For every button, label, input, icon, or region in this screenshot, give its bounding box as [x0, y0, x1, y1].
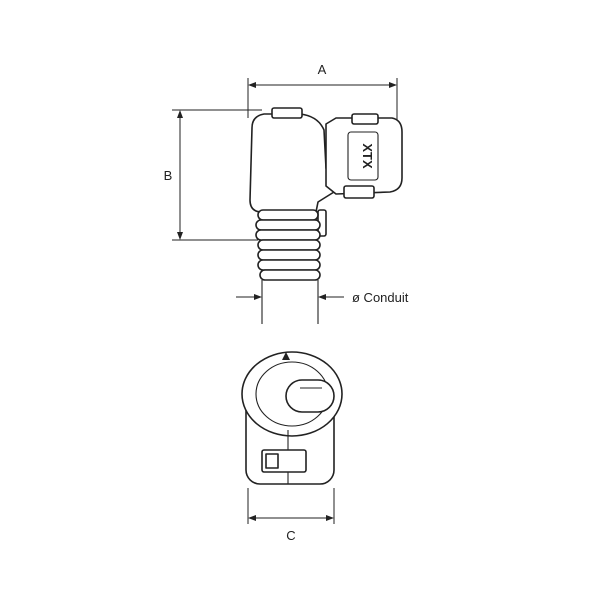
dimension-b: B [164, 109, 262, 241]
dim-a-label: A [318, 62, 327, 77]
cap-top-clip [351, 113, 379, 125]
cap-face [347, 131, 379, 181]
corrugated-ribs [255, 209, 321, 281]
dimension-conduit: ø Conduit [236, 290, 409, 305]
latch-slot [265, 453, 279, 469]
side-view: XTX [249, 107, 403, 324]
dim-b-label: B [164, 168, 173, 183]
rib [259, 269, 321, 281]
top-view-opening [285, 379, 335, 413]
logo-mark: XTX [360, 143, 375, 169]
top-view-pointer [282, 352, 290, 360]
rib [257, 239, 321, 251]
rib [257, 259, 321, 271]
dim-a-arrow-left [248, 82, 256, 88]
top-view [241, 351, 343, 485]
dim-c-arrow-left [248, 515, 256, 521]
dim-a-arrow-right [389, 82, 397, 88]
rib [255, 229, 321, 241]
rib [257, 249, 321, 261]
conduit-arrow-right [318, 294, 326, 300]
dimension-c: C [247, 488, 335, 543]
dim-b-arrow-bottom [177, 232, 183, 240]
top-latch-tab [271, 107, 303, 119]
elbow-body [249, 113, 335, 213]
cap-bottom-clip [343, 185, 375, 199]
conduit-label: ø Conduit [352, 290, 409, 305]
dim-b-arrow-top [177, 110, 183, 118]
rib [255, 219, 321, 231]
rib [257, 209, 319, 221]
dim-c-arrow-right [326, 515, 334, 521]
conduit-arrow-left [254, 294, 262, 300]
front-cap-housing [325, 117, 403, 195]
dimension-a: A [247, 62, 398, 120]
dim-c-label: C [286, 528, 295, 543]
